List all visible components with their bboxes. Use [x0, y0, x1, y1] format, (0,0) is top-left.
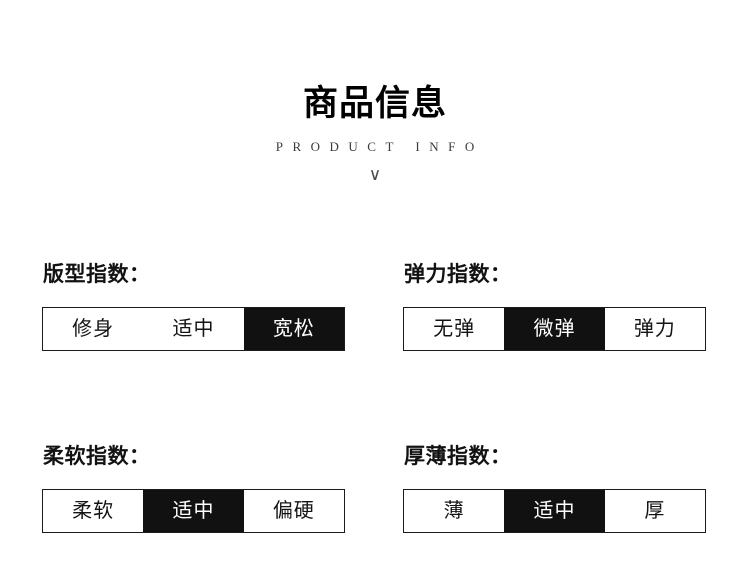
- spec-group-fit: 版型指数： 修身 适中 宽松: [42, 262, 346, 351]
- spec-option-softness-regular[interactable]: 适中: [143, 490, 244, 532]
- spec-label-softness: 柔软指数：: [43, 445, 151, 468]
- spec-option-elasticity-none[interactable]: 无弹: [404, 308, 505, 350]
- spec-option-fit-regular[interactable]: 适中: [143, 308, 244, 350]
- spec-options-elasticity: 无弹 微弹 弹力: [403, 307, 706, 351]
- spec-options-fit: 修身 适中 宽松: [42, 307, 345, 351]
- page-title: 商品信息: [302, 84, 447, 123]
- spec-label-fit: 版型指数：: [43, 263, 151, 286]
- spec-grid: 版型指数： 修身 适中 宽松 弹力指数： 无弹 微弹 弹力 柔软指数： 柔软 适…: [42, 262, 708, 533]
- spec-option-thickness-regular[interactable]: 适中: [504, 490, 605, 532]
- spec-group-thickness: 厚薄指数： 薄 适中 厚: [403, 444, 707, 533]
- chevron-down-icon: ∨: [368, 165, 382, 184]
- spec-option-thickness-thick[interactable]: 厚: [604, 490, 705, 532]
- spec-row: 版型指数： 修身 适中 宽松 弹力指数： 无弹 微弹 弹力: [42, 262, 708, 351]
- spec-label-elasticity: 弹力指数：: [404, 263, 512, 286]
- spec-option-softness-stiff[interactable]: 偏硬: [243, 490, 344, 532]
- page-subtitle: PRODUCT INFO: [275, 139, 484, 154]
- spec-row: 柔软指数： 柔软 适中 偏硬 厚薄指数： 薄 适中 厚: [42, 444, 708, 533]
- spec-option-elasticity-stretchy[interactable]: 弹力: [604, 308, 705, 350]
- spec-option-fit-slim[interactable]: 修身: [43, 308, 144, 350]
- spec-group-softness: 柔软指数： 柔软 适中 偏硬: [42, 444, 346, 533]
- spec-options-thickness: 薄 适中 厚: [403, 489, 706, 533]
- spec-option-thickness-thin[interactable]: 薄: [404, 490, 505, 532]
- spec-group-elasticity: 弹力指数： 无弹 微弹 弹力: [403, 262, 707, 351]
- spec-options-softness: 柔软 适中 偏硬: [42, 489, 345, 533]
- page-header: 商品信息 PRODUCT INFO ∨: [0, 84, 750, 184]
- spec-option-softness-soft[interactable]: 柔软: [43, 490, 144, 532]
- spec-option-fit-loose[interactable]: 宽松: [243, 308, 344, 350]
- spec-option-elasticity-slight[interactable]: 微弹: [504, 308, 605, 350]
- spec-label-thickness: 厚薄指数：: [404, 445, 512, 468]
